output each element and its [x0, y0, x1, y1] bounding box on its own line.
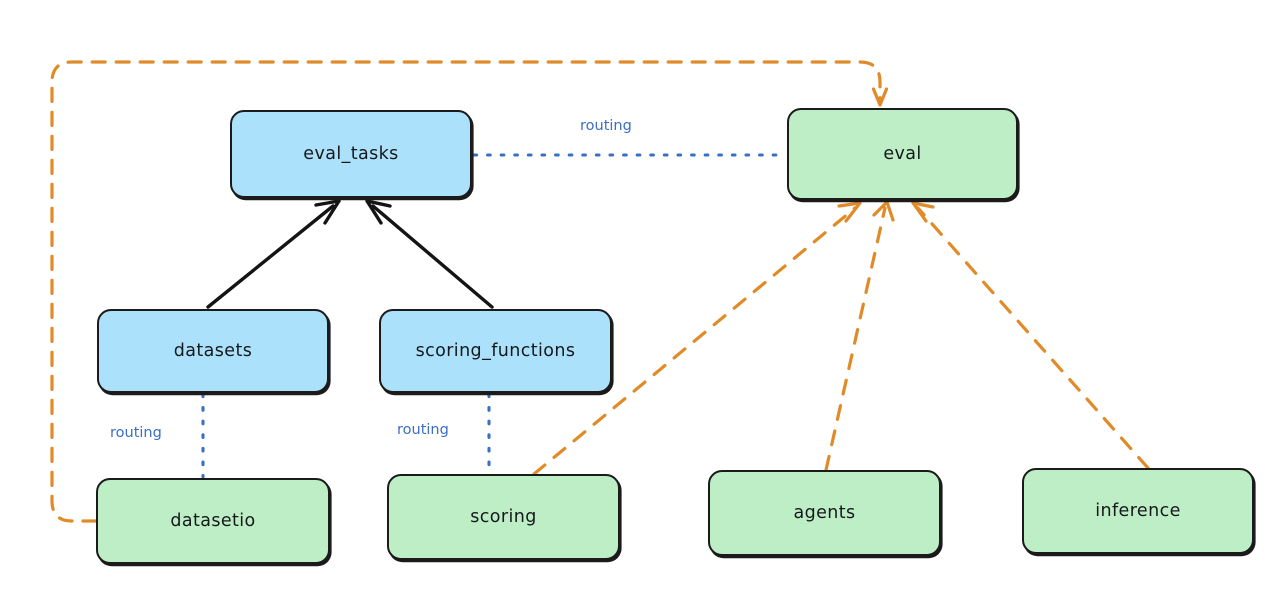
edge-datasets-to-eval_tasks	[206, 199, 341, 309]
node-label-scoring: scoring	[470, 507, 537, 527]
edge-datasetio-to-eval	[50, 60, 889, 523]
node-label-eval-tasks: eval_tasks	[303, 144, 399, 164]
node-label-inference: inference	[1095, 501, 1181, 521]
edge-agents-to-eval	[824, 200, 895, 472]
edge-inference-to-eval	[911, 201, 1150, 470]
node-datasets[interactable]: datasets	[97, 309, 329, 393]
edge-label-routing-eval-tasks-eval: routing	[580, 118, 632, 134]
node-inference[interactable]: inference	[1022, 468, 1254, 554]
node-eval-tasks[interactable]: eval_tasks	[230, 110, 472, 198]
node-scoring-functions[interactable]: scoring_functions	[379, 309, 612, 393]
edge-label-routing-scoring-functions-scoring: routing	[397, 422, 449, 438]
node-datasetio[interactable]: datasetio	[96, 478, 330, 564]
node-label-datasets: datasets	[173, 341, 253, 361]
node-label-eval: eval	[883, 144, 922, 164]
node-eval[interactable]: eval	[787, 108, 1018, 200]
edge-scoring_functions-to-eval_tasks	[365, 199, 494, 309]
node-scoring[interactable]: scoring	[387, 474, 620, 560]
node-label-datasetio: datasetio	[170, 511, 256, 531]
edge-scoring-to-eval	[532, 201, 862, 476]
node-label-agents: agents	[793, 503, 856, 523]
node-label-scoring-functions: scoring_functions	[415, 341, 576, 361]
edge-label-routing-datasets-datasetio: routing	[110, 425, 162, 441]
node-agents[interactable]: agents	[708, 470, 941, 556]
